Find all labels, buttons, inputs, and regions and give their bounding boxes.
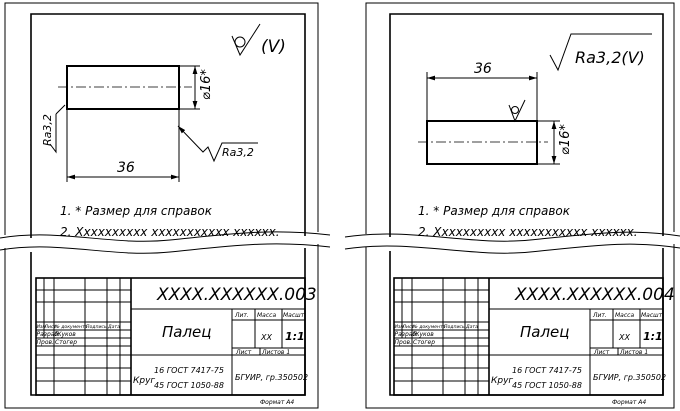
sheet-left-col-sign: Подпись	[86, 324, 107, 330]
sheet-left-outline-top	[4, 2, 319, 235]
sheet-right-mass: Масса	[615, 312, 634, 319]
sheet-right-material-3: 45 ГОСТ 1050-88	[512, 381, 582, 390]
sheet-left-lit: Лит.	[234, 312, 249, 319]
sheet-left-roughness-leader	[177, 125, 258, 163]
sheet-left-format: Формат А4	[260, 399, 294, 406]
sheet-left-mass: Масса	[257, 312, 276, 319]
sheet-left-scale: Масшт.	[283, 312, 306, 319]
sheet-right: 36 ⌀16* Ra3,2(V) 1. * Размер для справок…	[344, 2, 680, 409]
sheet-left-material-1: Круг	[133, 376, 155, 386]
sheet-right-col-list: Лист	[402, 324, 415, 330]
sheet-right-dev-name: Жуков	[412, 331, 434, 338]
sheet-left-mass-value: XX	[260, 333, 272, 342]
sheet-left-col-doc: № документа	[54, 324, 88, 330]
sheet-right-col-izm: Изм	[395, 324, 405, 330]
sheet-right-row-dev: Разраб.	[395, 331, 419, 338]
sheet-right-break-line-1	[344, 231, 680, 242]
sheet-left-row-dev: Разраб.	[37, 331, 61, 338]
sheet-right-col-sign: Подпись	[444, 324, 465, 330]
sheet-right-format: Формат А4	[612, 399, 646, 406]
sheet-left-roughness-label-left: Ra3,2	[41, 114, 54, 146]
sheet-left-note-2: 2. Xxxxxxxxxx xxxxxxxxxxx xxxxxx.	[60, 225, 280, 239]
sheet-right-roughness-circle-icon	[511, 106, 519, 114]
sheet-left-org: БГУИР, гр.350502	[235, 373, 308, 382]
sheet-right-sheets-total: Листов 1	[619, 349, 648, 356]
sheet-right-part-outline	[426, 120, 538, 165]
sheet-right-scale-value: 1:1	[643, 330, 663, 343]
sheet-left-material-2: 16 ГОСТ 7417-75	[154, 366, 224, 375]
sheet-left-check-name: Стогер	[55, 339, 77, 346]
sheet-right-sheet: Лист	[593, 349, 610, 356]
sheet-left-part-name: Палец	[162, 323, 212, 341]
sheet-left-col-date: Дата	[107, 324, 120, 330]
sheet-right-title-block: Изм Лист № документа Подпись Дата Разраб…	[393, 277, 675, 396]
sheet-left-part-outline	[66, 65, 180, 110]
sheet-right-title-block-frame	[393, 277, 664, 396]
sheet-left-length-label: 36	[117, 160, 135, 176]
sheet-left-diameter-label: ⌀16*	[199, 69, 214, 100]
sheet-right-outline-top	[365, 2, 675, 234]
sheet-right-material-2: 16 ГОСТ 7417-75	[512, 366, 582, 375]
sheet-left-row-check: Пров.	[37, 339, 55, 346]
sheet-right-scale: Масшт.	[641, 312, 664, 319]
sheet-left-frame-top	[30, 13, 306, 238]
sheet-right-roughness-label: Ra3,2(V)	[575, 48, 645, 67]
sheet-left-col-izm: Изм	[37, 324, 47, 330]
sheet-left-material-3: 45 ГОСТ 1050-88	[154, 381, 224, 390]
sheet-left-roughness-label-right: Ra3,2	[222, 146, 254, 159]
sheet-left-scale-value: 1:1	[285, 330, 305, 343]
sheet-right-row-check: Пров.	[395, 339, 413, 346]
sheet-left: ⌀16* 36 Ra3,2 Ra3,2 (V) 1. * Размер для …	[0, 2, 331, 409]
sheet-left-note-1: 1. * Размер для справок	[60, 204, 213, 218]
sheet-left-title-block-frame	[35, 277, 306, 396]
sheet-right-col-doc: № документа	[412, 324, 446, 330]
sheet-right-check-name: Стогер	[413, 339, 435, 346]
sheet-left-break-line-2	[0, 243, 331, 254]
sheet-right-org: БГУИР, гр.350502	[593, 373, 666, 382]
sheet-left-sheet: Лист	[235, 349, 252, 356]
sheet-left-sheets-total: Листов 1	[261, 349, 290, 356]
sheet-right-length-label: 36	[474, 61, 492, 77]
sheet-right-frame-top	[389, 13, 664, 237]
sheet-right-roughness-check-icon	[508, 99, 526, 123]
sheet-right-col-date: Дата	[465, 324, 478, 330]
sheet-right-roughness-sign-icon	[549, 33, 652, 72]
sheet-right-mass-value: XX	[618, 333, 630, 342]
sheet-left-outline-bottom	[4, 244, 319, 409]
sheet-left-roughness-in-parens: (V)	[261, 37, 286, 57]
sheet-left-break-line-1	[0, 231, 331, 242]
sheet-right-outline-bottom	[365, 244, 675, 409]
sheet-right-part-name: Палец	[520, 323, 570, 341]
sheet-right-diameter-label: ⌀16*	[558, 124, 573, 155]
sheet-right-note-1: 1. * Размер для справок	[418, 204, 571, 218]
sheet-left-roughness-symbol-left	[49, 104, 66, 154]
sheet-right-material-1: Круг	[491, 376, 513, 386]
sheet-right-lit: Лит.	[592, 312, 607, 319]
sheet-left-general-roughness: (V)	[231, 23, 286, 57]
sheet-left-designation: XXXX.XXXXXX.003	[156, 285, 317, 305]
sheet-left-title-block: Изм Лист № документа Подпись Дата Разраб…	[35, 277, 317, 396]
sheet-left-dev-name: Жуков	[54, 331, 76, 338]
sheet-right-note-2: 2. Xxxxxxxxxx xxxxxxxxxxx xxxxxx.	[418, 225, 638, 239]
sheet-right-general-roughness: Ra3,2(V)	[549, 33, 652, 72]
sheet-right-break-line-2	[344, 243, 680, 254]
sheet-right-designation: XXXX.XXXXXX.004	[514, 285, 675, 305]
sheet-left-col-list: Лист	[44, 324, 57, 330]
sheet-left-roughness-check-icon	[231, 23, 261, 57]
